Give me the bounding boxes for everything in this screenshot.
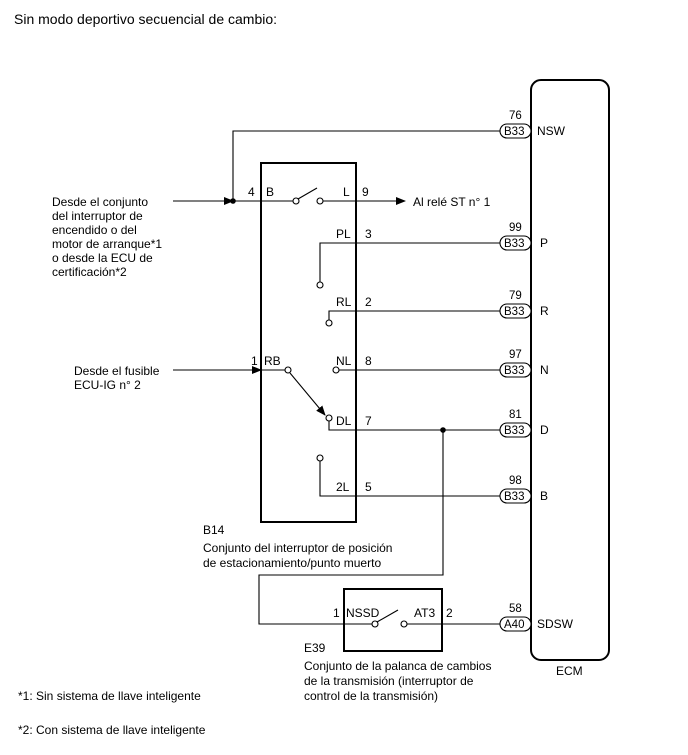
e39-desc-line2: de la transmisión (interruptor de bbox=[304, 674, 474, 688]
e39-code: E39 bbox=[304, 641, 326, 655]
b14-pin-num-l: 9 bbox=[362, 185, 369, 199]
svg-text:B33: B33 bbox=[504, 306, 524, 318]
connector-sdsw: A40 bbox=[499, 616, 532, 632]
ignition-source-line5: o desde la ECU de bbox=[52, 251, 153, 265]
contact-nl bbox=[332, 366, 340, 374]
ignition-source-line1: Desde el conjunto bbox=[52, 195, 148, 209]
footnote-2: *2: Con sistema de llave inteligente bbox=[18, 723, 206, 737]
b14-pin-label-rl: RL bbox=[336, 295, 352, 309]
footnote-1: *1: Sin sistema de llave inteligente bbox=[18, 689, 201, 703]
ignition-source-line2: del interruptor de bbox=[52, 209, 143, 223]
b14-switch-box bbox=[260, 162, 357, 523]
contact-2l bbox=[316, 454, 324, 462]
b14-desc-line1: Conjunto del interruptor de posición bbox=[203, 541, 392, 555]
connector-b: B33 bbox=[499, 488, 532, 504]
svg-text:B33: B33 bbox=[504, 425, 524, 437]
wire-dl bbox=[328, 421, 500, 431]
contact-dl bbox=[325, 414, 333, 422]
ecm-pin-num-b: 98 bbox=[509, 475, 522, 487]
b14-pin-label-b: B bbox=[266, 185, 274, 199]
b14-pin-label-l: L bbox=[343, 185, 350, 199]
e39-pin-num-nssd: 1 bbox=[333, 606, 340, 620]
switch-blade-bl bbox=[297, 187, 318, 200]
svg-text:B33: B33 bbox=[504, 491, 524, 503]
wire-nsw bbox=[232, 130, 500, 201]
e39-desc-line1: Conjunto de la palanca de cambios bbox=[304, 659, 491, 673]
ignition-source-line6: certificación*2 bbox=[52, 265, 127, 279]
contact-pl bbox=[316, 281, 324, 289]
b14-code: B14 bbox=[203, 523, 225, 537]
ecm-signal-r: R bbox=[540, 304, 549, 318]
contact-at3 bbox=[400, 620, 408, 628]
ecm-pin-num-p: 99 bbox=[509, 222, 522, 234]
b14-pin-num-rl: 2 bbox=[365, 295, 372, 309]
b14-pin-num-nl: 8 bbox=[365, 354, 372, 368]
e39-lever-box bbox=[343, 588, 443, 652]
b14-pin-label-nl: NL bbox=[336, 354, 352, 368]
wire-d-branch bbox=[258, 430, 444, 625]
ecm-pin-num-nsw: 76 bbox=[509, 110, 522, 122]
diagram-title: Sin modo deportivo secuencial de cambio: bbox=[14, 11, 277, 27]
connector-p: B33 bbox=[499, 235, 532, 251]
b14-pin-num-pl: 3 bbox=[365, 227, 372, 241]
ecm-pin-num-d: 81 bbox=[509, 409, 522, 421]
e39-pin-num-at3: 2 bbox=[446, 606, 453, 620]
ecm-pin-num-r: 79 bbox=[509, 290, 522, 302]
contact-rl bbox=[325, 319, 333, 327]
connector-r: B33 bbox=[499, 303, 532, 319]
b14-pin-label-rb: RB bbox=[264, 354, 281, 368]
b14-desc-line2: de estacionamiento/punto muerto bbox=[203, 556, 381, 570]
st-relay-label: Al relé ST n° 1 bbox=[413, 195, 491, 209]
connector-n: B33 bbox=[499, 362, 532, 378]
b14-pin-label-dl: DL bbox=[336, 414, 352, 428]
ecm-signal-b: B bbox=[540, 489, 548, 503]
e39-desc-line3: control de la transmisión) bbox=[304, 689, 438, 703]
ecm-signal-n: N bbox=[540, 363, 549, 377]
ecm-label: ECM bbox=[556, 664, 583, 678]
connector-nsw: B33 bbox=[499, 123, 532, 139]
ignition-source-line4: motor de arranque*1 bbox=[52, 237, 162, 251]
ignition-source-line3: encendido o del bbox=[52, 223, 137, 237]
b14-pin-num-dl: 7 bbox=[365, 414, 372, 428]
switch-blade-e39 bbox=[376, 609, 399, 623]
contact-nssd bbox=[371, 620, 379, 628]
ecm-signal-nsw: NSW bbox=[537, 124, 566, 138]
fuse-source-line1: Desde el fusible bbox=[74, 364, 160, 378]
e39-pin-label-at3: AT3 bbox=[414, 606, 435, 620]
ecm-signal-sdsw: SDSW bbox=[537, 617, 574, 631]
b14-pin-num-2l: 5 bbox=[365, 480, 372, 494]
b14-pin-label-2l: 2L bbox=[336, 480, 350, 494]
ecm-signal-d: D bbox=[540, 423, 549, 437]
switch-contact-b bbox=[292, 197, 300, 205]
svg-text:A40: A40 bbox=[504, 619, 524, 631]
svg-text:B33: B33 bbox=[504, 365, 524, 377]
switch-contact-l bbox=[316, 197, 324, 205]
svg-text:B33: B33 bbox=[504, 238, 524, 250]
connector-d: B33 bbox=[499, 422, 532, 438]
e39-pin-label-nssd: NSSD bbox=[346, 606, 380, 620]
ecm-pin-num-n: 97 bbox=[509, 349, 522, 361]
wire-pl bbox=[319, 242, 500, 282]
ecm-signal-p: P bbox=[540, 236, 548, 250]
wire-2l bbox=[319, 461, 500, 497]
switch-blade-rb bbox=[289, 372, 326, 416]
b14-pin-label-pl: PL bbox=[336, 227, 351, 241]
b14-pin-num-rb: 1 bbox=[251, 354, 258, 368]
fuse-source-line2: ECU-IG n° 2 bbox=[74, 378, 141, 392]
contact-rb bbox=[284, 366, 292, 374]
b14-pin-num-b: 4 bbox=[248, 185, 255, 199]
wire-rl bbox=[328, 310, 500, 320]
svg-text:B33: B33 bbox=[504, 126, 524, 138]
ecm-pin-num-sdsw: 58 bbox=[509, 603, 522, 615]
